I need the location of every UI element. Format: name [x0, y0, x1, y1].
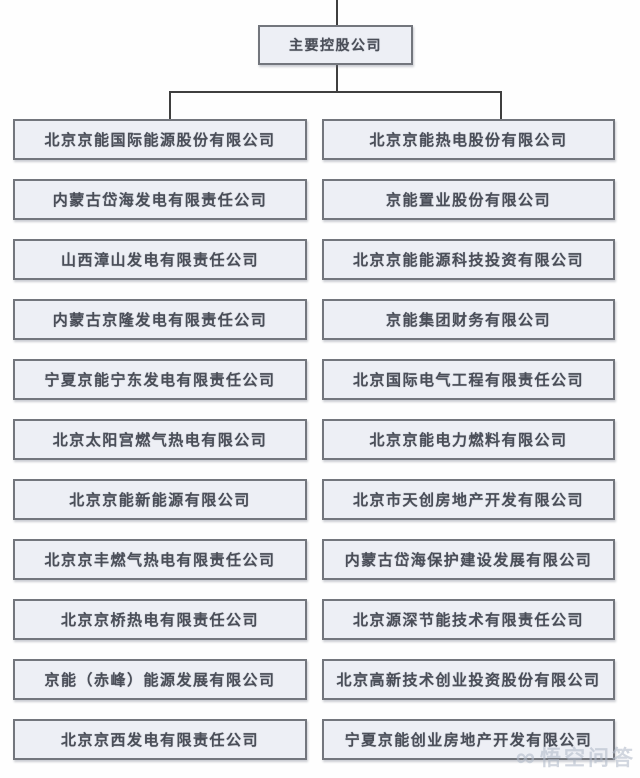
org-box: 北京京桥热电有限责任公司 — [13, 599, 307, 640]
connector-horizontal — [169, 91, 502, 93]
org-box: 北京高新技术创业投资股份有限公司 — [322, 659, 615, 700]
org-box: 内蒙古京隆发电有限责任公司 — [13, 299, 307, 340]
org-box: 京能置业股份有限公司 — [322, 179, 615, 220]
org-box: 北京京能新能源有限公司 — [13, 479, 307, 520]
org-box: 内蒙古岱海发电有限责任公司 — [13, 179, 307, 220]
connector-top-stub — [336, 0, 338, 25]
org-box: 北京市天创房地产开发有限公司 — [322, 479, 615, 520]
org-box: 内蒙古岱海保护建设发展有限公司 — [322, 539, 615, 580]
org-box: 北京国际电气工程有限责任公司 — [322, 359, 615, 400]
org-column-left: 北京京能国际能源股份有限公司 内蒙古岱海发电有限责任公司 山西漳山发电有限责任公… — [13, 119, 307, 760]
org-box: 京能（赤峰）能源发展有限公司 — [13, 659, 307, 700]
org-box: 北京京西发电有限责任公司 — [13, 719, 307, 760]
org-box: 北京京能热电股份有限公司 — [322, 119, 615, 160]
org-box: 北京京能电力燃料有限公司 — [322, 419, 615, 460]
connector-drop-right — [500, 91, 502, 119]
org-box: 京能集团财务有限公司 — [322, 299, 615, 340]
org-box: 北京京丰燃气热电有限责任公司 — [13, 539, 307, 580]
org-box: 山西漳山发电有限责任公司 — [13, 239, 307, 280]
connector-drop-left — [169, 91, 171, 119]
watermark: ∞ 悟空问答 — [516, 742, 636, 772]
wukong-logo-icon: ∞ — [515, 741, 535, 772]
org-box: 北京源深节能技术有限责任公司 — [322, 599, 615, 640]
org-box: 宁夏京能宁东发电有限责任公司 — [13, 359, 307, 400]
org-box: 北京京能国际能源股份有限公司 — [13, 119, 307, 160]
org-column-right: 北京京能热电股份有限公司 京能置业股份有限公司 北京京能能源科技投资有限公司 京… — [322, 119, 615, 760]
org-box: 北京太阳宫燃气热电有限公司 — [13, 419, 307, 460]
watermark-text: 悟空问答 — [540, 747, 636, 770]
org-box: 北京京能能源科技投资有限公司 — [322, 239, 615, 280]
org-box-root: 主要控股公司 — [258, 25, 413, 65]
connector-root-down — [336, 65, 338, 93]
org-box: 宁夏京能创业房地产开发有限公司 — [322, 719, 615, 760]
